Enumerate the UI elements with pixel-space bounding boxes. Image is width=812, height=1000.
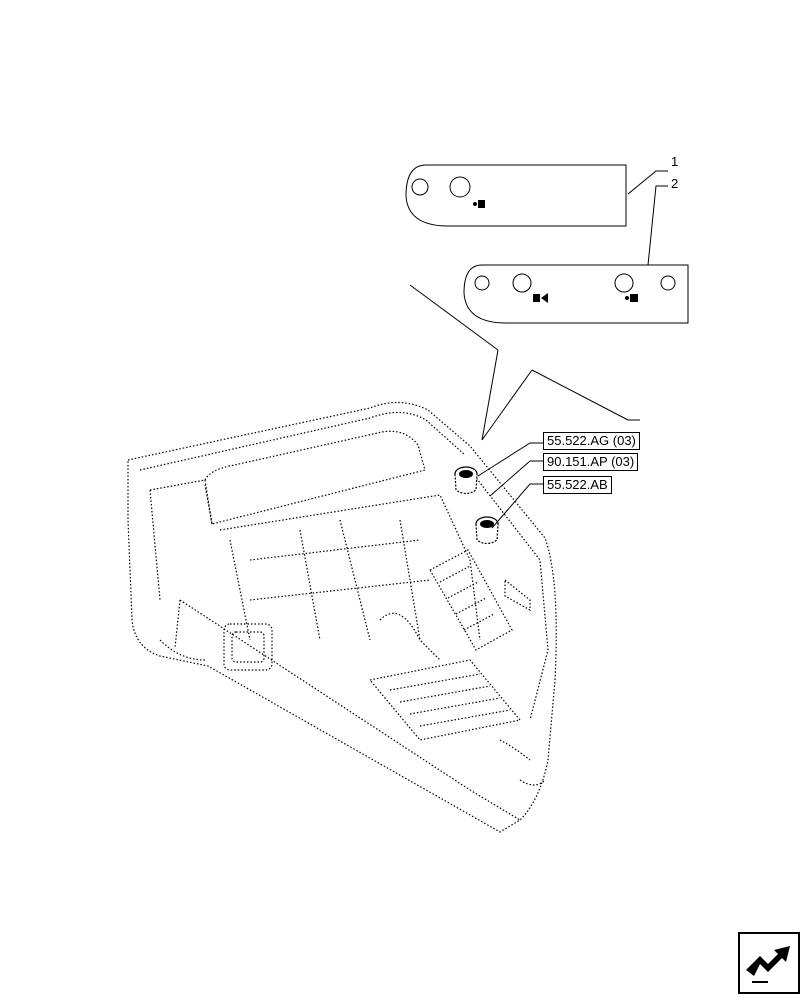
decal-symbol-icon xyxy=(533,293,548,303)
callout-number-1: 1 xyxy=(671,154,679,169)
reference-link-55-522-ab[interactable]: 55.522.AB xyxy=(543,476,612,494)
reference-link-55-522-ag[interactable]: 55.522.AG (03) xyxy=(543,432,640,450)
decal-panel-2 xyxy=(463,264,689,324)
decal-panel-1 xyxy=(405,164,627,227)
knob-55-522-ag xyxy=(454,466,478,495)
ref-leader-3 xyxy=(491,483,543,529)
page-navigation-arrow-icon[interactable] xyxy=(738,932,800,994)
ref-leader-2 xyxy=(489,460,543,497)
decal-symbol-icon xyxy=(473,200,485,208)
callout-1-leader xyxy=(627,170,668,195)
callout-2-leader xyxy=(647,185,668,266)
reference-link-90-151-ap[interactable]: 90.151.AP (03) xyxy=(543,453,639,471)
decal-symbol-icon xyxy=(625,294,638,302)
detail-pointer-lines xyxy=(409,284,640,441)
ref-leader-1 xyxy=(477,442,543,477)
knob-55-522-ab xyxy=(475,516,499,545)
console-assembly xyxy=(127,401,557,833)
callout-number-2: 2 xyxy=(671,176,679,191)
